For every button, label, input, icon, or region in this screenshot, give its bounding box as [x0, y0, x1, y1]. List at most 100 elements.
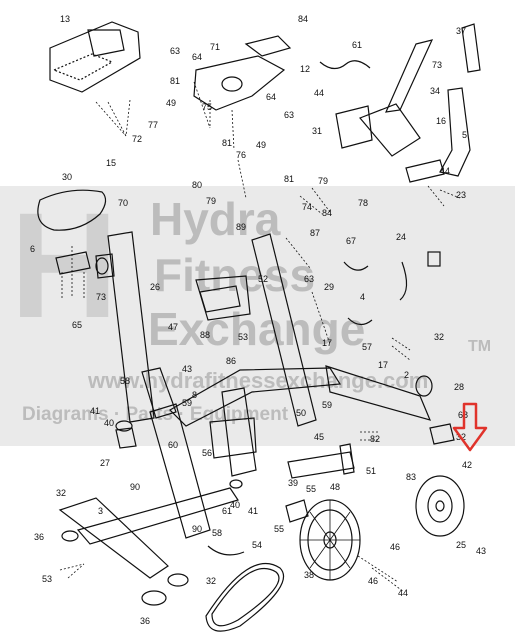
part-callout-57: 57: [362, 342, 372, 352]
part-callout-56: 56: [202, 448, 212, 458]
part-callout-86: 86: [226, 356, 236, 366]
part-callout-79: 79: [206, 196, 216, 206]
part-callout-37: 37: [456, 26, 466, 36]
part-callout-40: 40: [230, 500, 240, 510]
part-callout-63: 63: [170, 46, 180, 56]
part-callout-72: 72: [132, 134, 142, 144]
part-callout-53: 53: [42, 574, 52, 584]
part-callout-49: 49: [166, 98, 176, 108]
part-callout-4: 4: [360, 292, 365, 302]
part-callout-52: 52: [258, 274, 268, 284]
flywheel: [299, 499, 361, 581]
part-callout-64: 64: [266, 92, 276, 102]
watermark-logo: H: [10, 181, 119, 349]
handlebar: [335, 23, 481, 183]
part-callout-28: 28: [454, 382, 464, 392]
part-callout-55: 55: [306, 484, 316, 494]
part-callout-48: 48: [330, 482, 340, 492]
part-callout-38: 38: [304, 570, 314, 580]
console-bracket: [193, 35, 292, 111]
part-callout-44: 44: [440, 166, 450, 176]
part-callout-23: 23: [456, 190, 466, 200]
part-callout-53: 53: [238, 332, 248, 342]
main-frame: [149, 233, 432, 539]
part-callout-6: 6: [30, 244, 35, 254]
part-callout-50: 50: [296, 408, 306, 418]
highlight-arrow: [452, 402, 488, 452]
part-callout-58: 58: [212, 528, 222, 538]
console: [49, 21, 141, 93]
part-callout-63: 63: [284, 110, 294, 120]
watermark: H Hydra Fitness Exchange TM www.hydrafit…: [10, 190, 502, 440]
part-callout-76: 76: [236, 150, 246, 160]
part-callout-29: 29: [324, 282, 334, 292]
part-callout-32: 32: [434, 332, 444, 342]
part-callout-75: 75: [202, 102, 212, 112]
part-callout-90: 90: [192, 524, 202, 534]
part-callout-84: 84: [322, 208, 332, 218]
part-callout-58: 58: [120, 376, 130, 386]
part-callout-89: 89: [236, 222, 246, 232]
part-callout-90: 90: [130, 482, 140, 492]
part-callout-71: 71: [210, 42, 220, 52]
part-callout-41: 41: [248, 506, 258, 516]
part-callout-24: 24: [396, 232, 406, 242]
part-callout-73: 73: [96, 292, 106, 302]
part-callout-36: 36: [34, 532, 44, 542]
part-callout-17: 17: [378, 360, 388, 370]
watermark-line-1: Hydra: [150, 193, 281, 245]
part-callout-49: 49: [256, 140, 266, 150]
part-callout-43: 43: [182, 364, 192, 374]
part-callout-59: 59: [182, 398, 192, 408]
part-callout-12: 12: [300, 64, 310, 74]
part-callout-81: 81: [222, 138, 232, 148]
part-callout-32: 32: [206, 576, 216, 586]
part-callout-60: 60: [168, 440, 178, 450]
stabilizer: [58, 487, 239, 606]
part-callout-47: 47: [168, 322, 178, 332]
part-callout-39: 39: [288, 478, 298, 488]
part-callout-65: 65: [72, 320, 82, 330]
part-callout-55: 55: [274, 524, 284, 534]
small-parts: [95, 257, 455, 489]
part-callout-25: 25: [456, 540, 466, 550]
part-callout-3: 3: [98, 506, 103, 516]
part-callout-13: 13: [60, 14, 70, 24]
part-callout-82: 82: [370, 434, 380, 444]
part-callout-83: 83: [406, 472, 416, 482]
part-callout-54: 54: [252, 540, 262, 550]
part-callout-51: 51: [366, 466, 376, 476]
part-callout-8: 8: [192, 390, 197, 400]
part-callout-36: 36: [140, 616, 150, 626]
part-callout-16: 16: [436, 116, 446, 126]
part-callout-81: 81: [284, 174, 294, 184]
watermark-line-2: Fitness: [154, 249, 316, 301]
part-callout-40: 40: [104, 418, 114, 428]
watermark-tm: TM: [468, 338, 492, 355]
part-callout-43: 43: [476, 546, 486, 556]
part-callout-2: 2: [404, 370, 409, 380]
part-callout-26: 26: [150, 282, 160, 292]
seat: [37, 189, 107, 275]
part-callout-63: 63: [304, 274, 314, 284]
crank-assembly: [285, 443, 355, 523]
part-callout-77: 77: [148, 120, 158, 130]
part-callout-79: 79: [318, 176, 328, 186]
part-callout-64: 64: [192, 52, 202, 62]
part-callout-45: 45: [314, 432, 324, 442]
part-callout-46: 46: [368, 576, 378, 586]
part-callout-15: 15: [106, 158, 116, 168]
part-callout-44: 44: [398, 588, 408, 598]
part-callout-41: 41: [90, 406, 100, 416]
part-callout-87: 87: [310, 228, 320, 238]
part-callout-59: 59: [322, 400, 332, 410]
part-callout-32: 32: [56, 488, 66, 498]
wire-harness: [207, 60, 441, 556]
part-callout-42: 42: [462, 460, 472, 470]
watermark-band: [0, 186, 515, 446]
part-callout-78: 78: [358, 198, 368, 208]
seat-post: [95, 231, 155, 423]
part-callout-46: 46: [390, 542, 400, 552]
